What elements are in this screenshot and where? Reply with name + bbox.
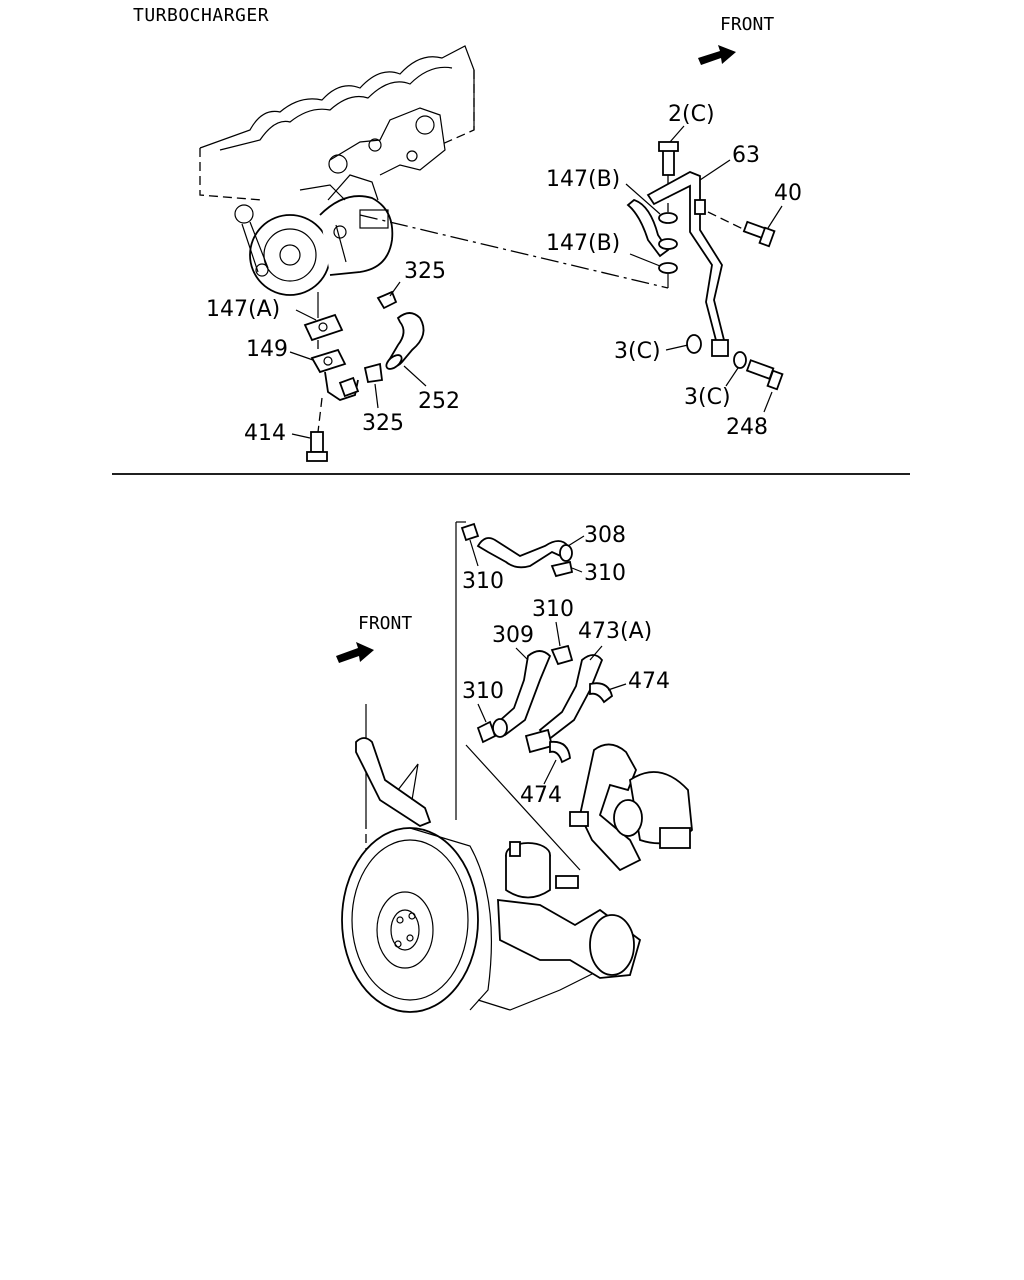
front-indicator-bottom: FRONT [336, 613, 412, 663]
clip-325-top [376, 290, 398, 310]
leader-line-oil-feed [359, 214, 669, 289]
gasket-149 [310, 348, 347, 374]
clip-310-c [550, 644, 574, 666]
washer-147b-1 [658, 212, 678, 224]
callout-474-right: 474 [628, 669, 670, 694]
turbo-outlet-pipe [579, 743, 642, 872]
callout-149: 149 [246, 337, 288, 362]
gasket-147a [303, 313, 344, 342]
clip-310-d [476, 720, 497, 744]
callout-474-bottom: 474 [520, 783, 562, 808]
callout-473a: 473(A) [578, 619, 652, 644]
pipe-473a [538, 654, 604, 742]
clip-325-bottom [363, 362, 384, 384]
washer-3c-left [686, 334, 702, 354]
callout-3c-bottom: 3(C) [684, 385, 731, 410]
callout-147b-2: 147(B) [546, 231, 620, 256]
coolant-hoses [455, 521, 614, 871]
flywheel [341, 827, 479, 1013]
turbocharger-unit [234, 154, 394, 296]
callout-147a: 147(A) [206, 297, 280, 322]
callout-310-a: 310 [462, 569, 504, 594]
bolt-248 [745, 359, 775, 380]
clip-310-b [550, 560, 574, 578]
front-indicator-top: FRONT [698, 14, 774, 65]
washer-3c-right [733, 351, 747, 369]
water-pipe-front [355, 737, 432, 828]
front-arrow-icon-bottom [336, 642, 374, 663]
eyebolt-banjo [626, 198, 670, 258]
washer-147b-2 [658, 262, 678, 274]
callout-2c: 2(C) [668, 102, 715, 127]
bracket-474-bottom [549, 740, 571, 764]
callout-309: 309 [492, 623, 534, 648]
engine-block-top [199, 45, 475, 201]
callout-310-d: 310 [462, 679, 504, 704]
hose-assembly-252 [363, 290, 425, 384]
front-label-bottom: FRONT [358, 613, 412, 634]
callout-308: 308 [584, 523, 626, 548]
callout-325-top: 325 [404, 259, 446, 284]
callout-40: 40 [774, 181, 802, 206]
hose-252 [386, 312, 425, 367]
callout-414: 414 [244, 421, 286, 446]
callout-248: 248 [726, 415, 768, 440]
callout-252: 252 [418, 389, 460, 414]
clip-310-a [460, 522, 480, 542]
diagram-title: TURBOCHARGER [133, 5, 269, 26]
callouts-top: 147(A) 149 414 325 325 252 2(C) 63 147(B… [206, 102, 802, 446]
oil-feed-pipe-assembly [626, 141, 784, 391]
engine-block-bottom [341, 704, 693, 1013]
bolt-414 [310, 431, 324, 453]
callout-147b-1: 147(B) [546, 167, 620, 192]
front-arrow-icon [698, 45, 736, 65]
callout-310-b: 310 [584, 561, 626, 586]
callout-63: 63 [732, 143, 760, 168]
callout-325-bottom: 325 [362, 411, 404, 436]
callout-3c-left: 3(C) [614, 339, 661, 364]
turbo-housing-bottom [629, 771, 693, 845]
oil-return-parts [303, 313, 360, 462]
front-label: FRONT [720, 14, 774, 35]
hose-308 [476, 537, 569, 569]
callout-310-c: 310 [532, 597, 574, 622]
oil-feed-pipe-63 [646, 171, 725, 351]
callouts-bottom: 308 310 310 310 309 473(A) 474 310 474 [462, 523, 670, 808]
bracket-474-right [589, 682, 614, 704]
